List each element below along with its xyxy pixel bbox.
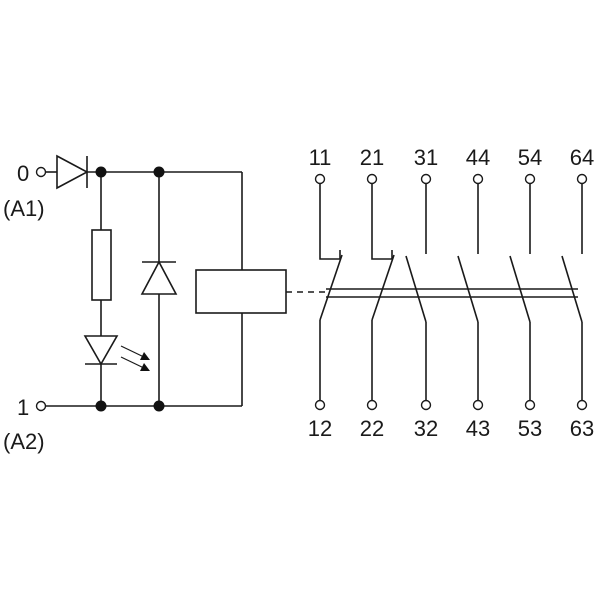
terminal-22 [366, 399, 378, 411]
junction-dot [153, 400, 165, 412]
contact-label-top: 54 [518, 145, 542, 170]
terminal-a2-number: 1 [17, 395, 29, 420]
junction-dot [153, 166, 165, 178]
contact-label-bottom: 22 [360, 416, 384, 441]
terminal-44 [472, 173, 484, 185]
terminal-21 [366, 173, 378, 185]
contact-label-top: 11 [309, 145, 332, 170]
contact-label-bottom: 12 [308, 416, 332, 441]
contact-label-bottom: 63 [570, 416, 594, 441]
contact-no-64-63: 64 63 [561, 145, 594, 441]
terminal-63 [576, 399, 588, 411]
led-indicator [83, 335, 150, 406]
terminal-53 [524, 399, 536, 411]
terminal-a1 [35, 166, 47, 178]
contact-label-top: 31 [414, 145, 438, 170]
contact-no-31-32: 31 32 [405, 145, 438, 441]
contact-nc-21-22: 21 22 [360, 145, 395, 441]
resistor [91, 229, 112, 301]
contact-no-54-53: 54 53 [509, 145, 542, 441]
coil-circuit: 0 (A1) 1 (A2) [3, 154, 287, 454]
contact-block: 11 12 21 22 31 32 [308, 145, 594, 441]
terminal-a1-number: 0 [17, 161, 29, 186]
contact-label-bottom: 32 [414, 416, 438, 441]
terminal-32 [420, 399, 432, 411]
freewheeling-diode [140, 172, 178, 406]
contact-label-top: 64 [570, 145, 594, 170]
terminal-31 [420, 173, 432, 185]
contact-nc-11-12: 11 12 [308, 145, 343, 441]
terminal-a2-label: (A2) [3, 429, 45, 454]
terminal-a2 [35, 400, 47, 412]
terminal-11 [314, 173, 326, 185]
contact-label-bottom: 43 [466, 416, 490, 441]
junction-dot [95, 166, 107, 178]
junction-dot [95, 400, 107, 412]
contact-label-top: 21 [360, 145, 384, 170]
terminal-12 [314, 399, 326, 411]
terminal-43 [472, 399, 484, 411]
series-diode [56, 154, 89, 190]
contact-no-44-43: 44 43 [457, 145, 490, 441]
terminal-64 [576, 173, 588, 185]
terminal-54 [524, 173, 536, 185]
contact-label-bottom: 53 [518, 416, 542, 441]
contact-label-top: 44 [466, 145, 490, 170]
relay-coil [195, 269, 287, 314]
terminal-a1-label: (A1) [3, 196, 45, 221]
